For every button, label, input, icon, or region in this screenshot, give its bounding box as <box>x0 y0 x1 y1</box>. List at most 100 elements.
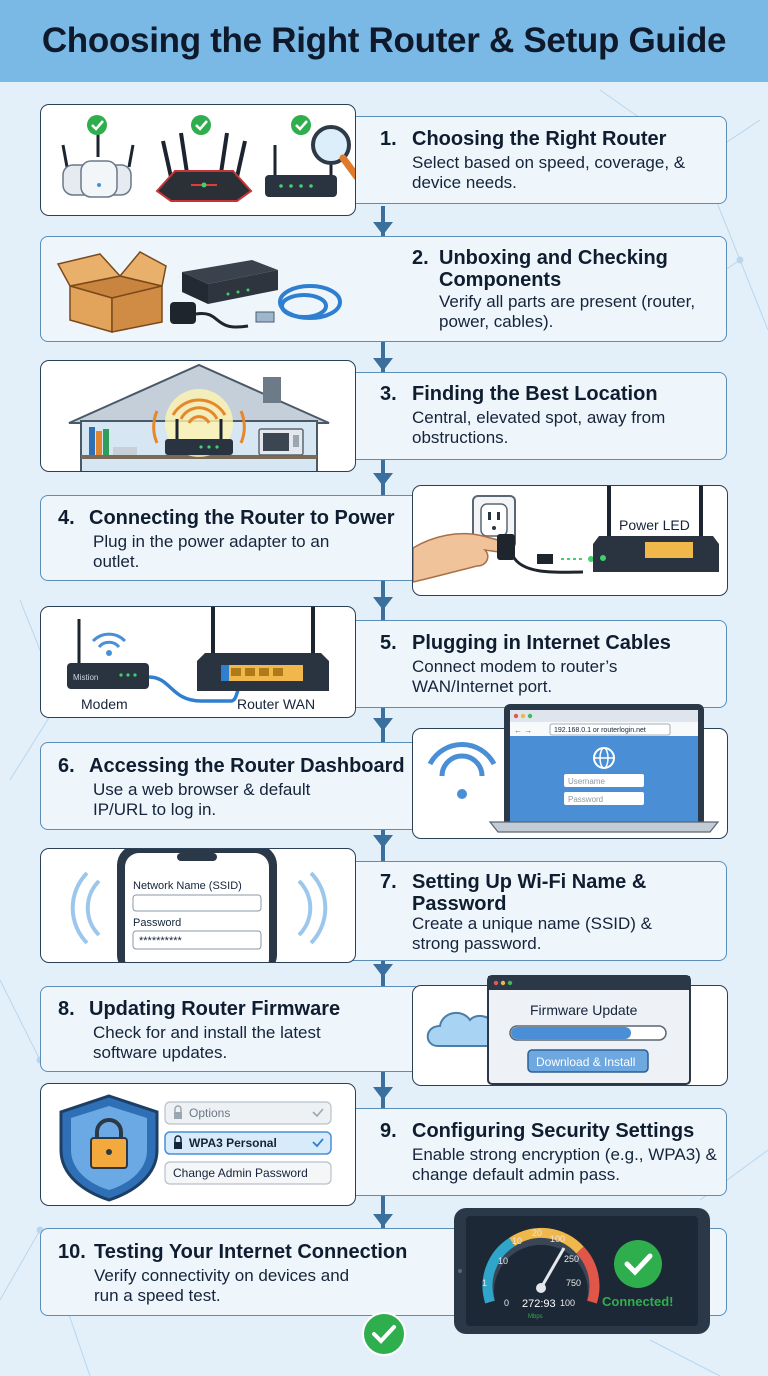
step-4-description: Plug in the power adapter to an outlet. <box>93 532 330 571</box>
step-9-illustration: Options WPA3 Personal Change Admin Passw… <box>40 1083 356 1206</box>
step-4-panel <box>40 495 422 581</box>
page-title: Choosing the Right Router & Setup Guide <box>41 21 727 60</box>
gaming-router-image <box>155 132 253 202</box>
svg-text:← →: ← → <box>514 726 532 735</box>
signal-waves-left <box>70 871 101 945</box>
header-bar: Choosing the Right Router & Setup Guide <box>0 0 768 82</box>
password-value: ********** <box>139 935 183 947</box>
step-10-description: Verify connectivity on devices and run a… <box>94 1266 350 1305</box>
speed-unit: Mbps <box>528 1314 543 1320</box>
step-1-panel <box>345 116 727 204</box>
step-3-illustration <box>40 360 356 472</box>
compact-router-image <box>265 145 337 197</box>
shield-lock-icon <box>59 1094 159 1202</box>
phone-image: Network Name (SSID) Password ********** <box>117 849 277 962</box>
step-7-panel <box>345 861 727 961</box>
signal-waves-right <box>297 871 328 945</box>
speed-tick-8: 0 <box>504 1298 509 1308</box>
lock-icon <box>174 1135 182 1149</box>
step-8-description: Check for and install the latest softwar… <box>93 1023 321 1062</box>
step-2-description: Verify all parts are present (router, po… <box>439 292 696 331</box>
open-box-image <box>56 251 167 333</box>
speed-tick-9: 100 <box>560 1298 575 1308</box>
power-adapter-image <box>170 302 249 329</box>
step-4-number: 4. <box>58 507 75 529</box>
step-5-number: 5. <box>380 632 397 654</box>
step-5-illustration: Mistion Modem Router WAN <box>40 606 356 718</box>
checkmark-icon <box>614 1240 662 1288</box>
password-field: Password <box>568 795 603 804</box>
speed-value: 272:93 <box>522 1298 556 1310</box>
step-2-number: 2. <box>412 247 429 269</box>
hand-plugging-image <box>413 532 584 583</box>
step-1-description: Select based on speed, coverage, & devic… <box>412 153 686 192</box>
firmware-window: Firmware Update Download & Install <box>487 975 691 1085</box>
step-5-description: Connect modem to router’s WAN/Internet p… <box>412 657 618 696</box>
laptop-image: ← → 192.168.0.1 or routerlogin.net Usern… <box>488 704 720 833</box>
connected-label: Connected! <box>602 1294 674 1309</box>
step-10-title: Testing Your Internet Connection <box>94 1241 408 1263</box>
step-1-number: 1. <box>380 128 397 150</box>
step-6-number: 6. <box>58 755 75 777</box>
router-wan-label: Router WAN <box>237 696 315 712</box>
speed-tick-1: 1 <box>482 1278 487 1288</box>
step-6-title: Accessing the Router Dashboard <box>89 755 405 777</box>
lock-icon <box>174 1105 182 1119</box>
step-8-panel <box>40 986 422 1072</box>
step-9-description: Enable strong encryption (e.g., WPA3) & … <box>412 1145 717 1184</box>
step-6-illustration: ← → 192.168.0.1 or routerlogin.net Usern… <box>427 704 720 833</box>
books-image <box>89 427 137 455</box>
step-9-panel <box>345 1108 727 1196</box>
router-image <box>165 419 233 455</box>
flow-arrow <box>373 473 393 486</box>
step-3-description: Central, elevated spot, away from obstru… <box>412 408 666 447</box>
step-2-title: Unboxing and Checking Components <box>439 247 668 291</box>
globe-icon <box>593 747 615 769</box>
final-checkmark-icon <box>362 1312 406 1356</box>
security-option-1: Options <box>189 1106 230 1120</box>
step-6-panel <box>40 742 422 830</box>
mesh-router-image <box>61 131 135 198</box>
username-field: Username <box>568 777 605 786</box>
step-5-title: Plugging in Internet Cables <box>412 632 671 654</box>
step-6-description: Use a web browser & default IP/URL to lo… <box>93 780 311 819</box>
checkmark-icon <box>291 115 311 135</box>
firmware-progress-fill <box>511 1027 631 1039</box>
checkmark-icon <box>191 115 211 135</box>
magnifier-icon <box>311 125 355 180</box>
password-label: Password <box>133 917 181 929</box>
ethernet-cable-image <box>255 284 342 323</box>
download-install-button: Download & Install <box>536 1055 635 1069</box>
security-option-2: WPA3 Personal <box>189 1136 277 1150</box>
speedometer-gauge: 1 10 10 20 100 250 750 0 100 272:93 Mbps <box>482 1227 600 1320</box>
step-9-number: 9. <box>380 1120 397 1142</box>
flow-arrow <box>373 222 393 235</box>
browser-url-field: 192.168.0.1 or routerlogin.net <box>554 727 646 734</box>
speed-tick-6: 250 <box>564 1254 579 1264</box>
modem-brand: Mistion <box>73 673 98 682</box>
security-option-3: Change Admin Password <box>173 1166 308 1180</box>
router-image <box>182 260 278 304</box>
microwave-image <box>258 428 304 456</box>
checkmark-icon <box>87 115 107 135</box>
step-1-illustration <box>40 104 356 216</box>
wifi-icon <box>427 741 497 799</box>
router-image <box>593 486 719 572</box>
flow-arrow <box>373 1214 393 1227</box>
step-7-description: Create a unique name (SSID) & strong pas… <box>412 914 653 953</box>
step-4-illustration: Power LED <box>412 485 728 596</box>
step-8-illustration: Firmware Update Download & Install <box>426 975 691 1085</box>
step-3-title: Finding the Best Location <box>412 383 658 405</box>
speed-tick-2: 10 <box>498 1256 508 1266</box>
power-led-label: Power LED <box>619 517 690 533</box>
step-7-illustration: Network Name (SSID) Password ********** <box>40 848 356 963</box>
cable-plug-image <box>537 554 594 564</box>
step-8-number: 8. <box>58 998 75 1020</box>
step-7-title: Setting Up Wi-Fi Name & Password <box>412 871 647 915</box>
flow-arrow <box>373 835 393 848</box>
flow-arrow <box>373 964 393 977</box>
speed-tick-5: 100 <box>550 1234 565 1244</box>
modem-label: Modem <box>81 696 128 712</box>
step-1-title: Choosing the Right Router <box>412 128 667 150</box>
flow-arrow <box>373 597 393 610</box>
